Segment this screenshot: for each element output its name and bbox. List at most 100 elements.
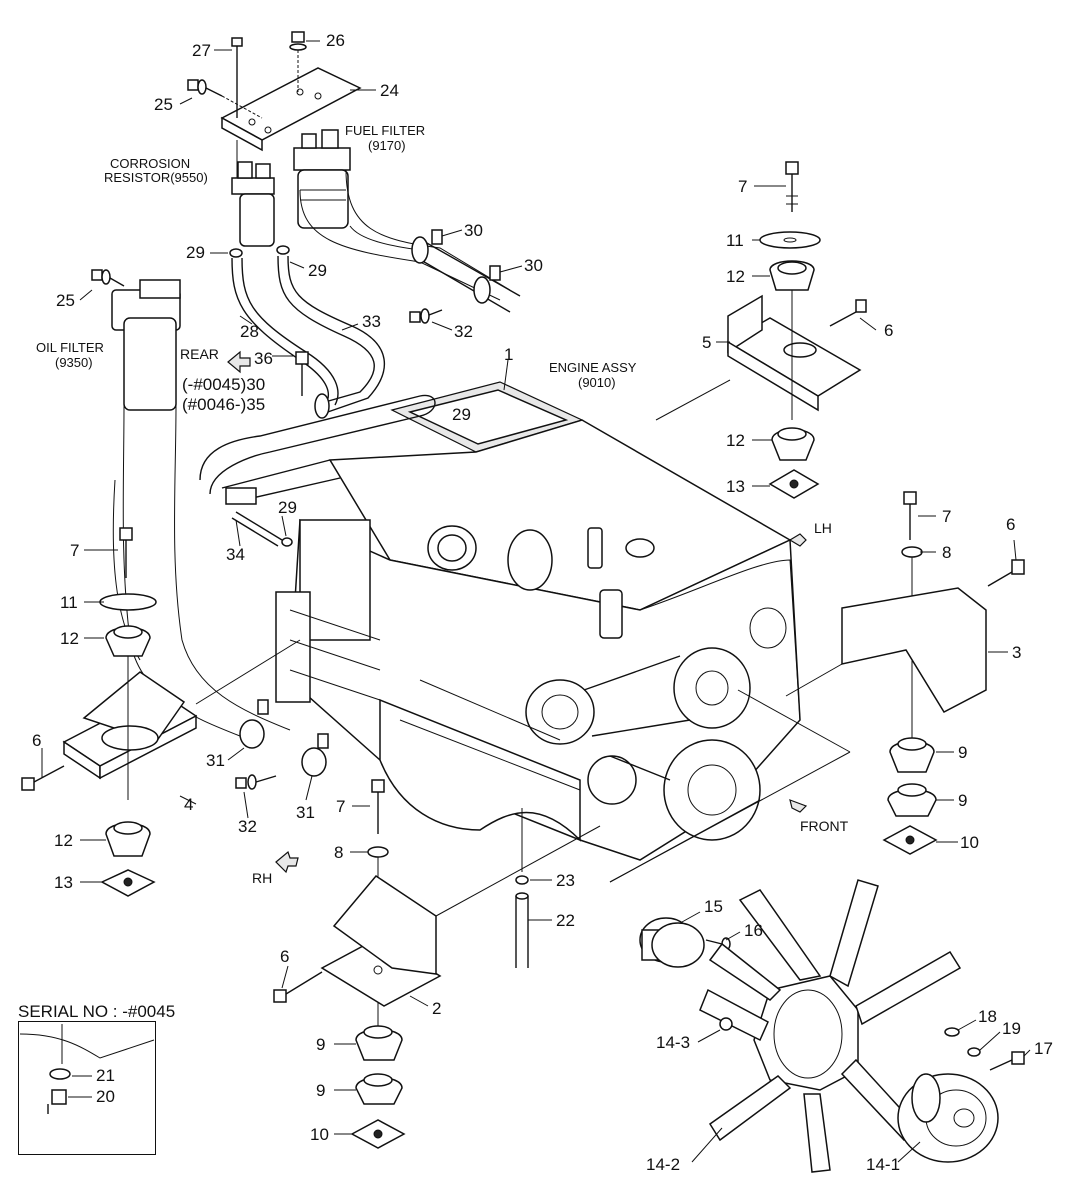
bolt-26 — [289, 31, 307, 92]
part-30-serial-label: (-#0045)30 — [182, 375, 266, 394]
callout-14-1: 14-1 — [866, 1155, 901, 1174]
callout-9-a: 9 — [958, 743, 968, 762]
serial-inset — [19, 1024, 155, 1114]
mount-group-4 — [21, 527, 198, 897]
callout-9-d: 9 — [316, 1081, 326, 1100]
callout-26: 26 — [326, 31, 345, 50]
callout-29-b: 29 — [308, 261, 327, 280]
callout-2: 2 — [432, 999, 442, 1018]
oring-29-lower — [281, 537, 293, 547]
callout-12-b: 12 — [726, 431, 745, 450]
callout-12-a: 12 — [726, 267, 745, 286]
rh-label: RH — [252, 870, 273, 886]
rear-label: REAR — [180, 346, 219, 362]
callout-21: 21 — [96, 1066, 115, 1085]
bolt-27 — [231, 37, 243, 118]
callout-14-3: 14-3 — [656, 1033, 691, 1052]
callout-3: 3 — [1012, 643, 1022, 662]
bolt-25-left — [91, 269, 125, 287]
callout-25-left: 25 — [56, 291, 75, 310]
callout-10-a: 10 — [960, 833, 979, 852]
fuel-pipes — [299, 169, 521, 313]
corrosion-resistor-label-2: RESISTOR(9550) — [104, 170, 208, 185]
clips-31 — [235, 699, 329, 790]
callout-13-b: 13 — [54, 873, 73, 892]
callout-9-b: 9 — [958, 791, 968, 810]
lh-label: LH — [814, 520, 832, 536]
callout-6-c: 6 — [32, 731, 42, 750]
callout-8-b: 8 — [334, 843, 344, 862]
callout-23: 23 — [556, 871, 575, 890]
bolt-6-left — [21, 765, 65, 791]
callout-17: 17 — [1034, 1039, 1053, 1058]
serial-number-title: SERIAL NO : -#0045 — [18, 1002, 176, 1021]
callout-7-b: 7 — [942, 507, 952, 526]
callout-25-top: 25 — [154, 95, 173, 114]
mount-group-2 — [273, 779, 442, 1149]
dipstick-tube — [515, 808, 529, 968]
oil-filter-label: OIL FILTER — [36, 340, 104, 355]
callout-33: 33 — [362, 312, 381, 331]
leader-lines — [41, 40, 1031, 1163]
callout-1: 1 — [504, 345, 514, 364]
callout-28: 28 — [240, 322, 259, 341]
callout-29-c: 29 — [452, 405, 471, 424]
callout-29-a: 29 — [186, 243, 205, 262]
callout-5: 5 — [702, 333, 712, 352]
callout-36: 36 — [254, 349, 273, 368]
oil-filter-code: (9350) — [55, 355, 93, 370]
direction-arrows — [227, 350, 808, 874]
clip-30-35 — [295, 351, 330, 419]
serial-inset-box — [18, 1021, 156, 1155]
callout-14-2: 14-2 — [646, 1155, 681, 1174]
mount-group-3 — [841, 491, 1025, 855]
callout-7-a: 7 — [738, 177, 748, 196]
fuel-filter-label: FUEL FILTER — [345, 123, 426, 138]
callout-19: 19 — [1002, 1019, 1021, 1038]
callout-11-a: 11 — [726, 231, 744, 250]
callout-20: 20 — [96, 1087, 115, 1106]
filter-bracket — [220, 67, 362, 152]
callout-12-c: 12 — [60, 629, 79, 648]
bolt-6-right — [987, 559, 1025, 587]
return-pipe — [199, 394, 436, 495]
callout-32-bottom: 32 — [238, 817, 257, 836]
callout-6-a: 6 — [884, 321, 894, 340]
corrosion-resistor-label-1: CORROSION — [110, 156, 191, 171]
callout-4: 4 — [184, 795, 194, 814]
oring-29-right — [276, 245, 290, 255]
callout-6-b: 6 — [1006, 515, 1016, 534]
oil-filter — [111, 279, 291, 741]
engine-assy-label: ENGINE ASSY — [549, 360, 637, 375]
bolt-25-top — [187, 79, 263, 119]
callout-27: 27 — [192, 41, 211, 60]
callout-7-c: 7 — [70, 541, 80, 560]
callout-12-d: 12 — [54, 831, 73, 850]
oring-29-left — [229, 248, 243, 258]
callout-15: 15 — [704, 897, 723, 916]
bolt-32-top — [409, 308, 443, 324]
callout-22: 22 — [556, 911, 575, 930]
engine-assy-code: (9010) — [578, 375, 616, 390]
callout-6-d: 6 — [280, 947, 290, 966]
engine-assembly — [221, 381, 801, 861]
callout-9-c: 9 — [316, 1035, 326, 1054]
callout-24: 24 — [380, 81, 399, 100]
callout-32-top: 32 — [454, 322, 473, 341]
mount-group-5 — [726, 161, 867, 499]
callout-13-a: 13 — [726, 477, 745, 496]
callout-30-b: 30 — [524, 256, 543, 275]
bolt-6-upper-right — [829, 299, 867, 327]
bolt-6-center — [273, 971, 323, 1003]
callout-10-b: 10 — [310, 1125, 329, 1144]
fuel-filter — [293, 129, 351, 229]
front-label: FRONT — [800, 818, 849, 834]
fuel-filter-code: (9170) — [368, 138, 406, 153]
callout-16: 16 — [744, 921, 763, 940]
callout-29-d: 29 — [278, 498, 297, 517]
callout-31-a: 31 — [206, 751, 225, 770]
callout-11-b: 11 — [60, 593, 78, 612]
callout-8-a: 8 — [942, 543, 952, 562]
